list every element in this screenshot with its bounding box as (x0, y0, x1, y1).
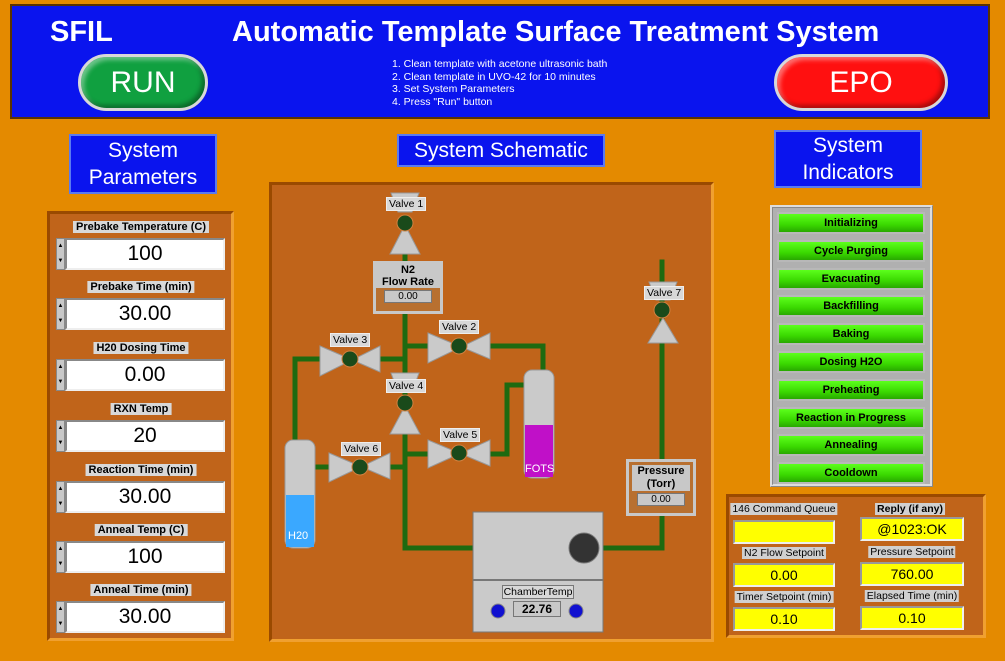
valve-4-label[interactable]: Valve 4 (386, 379, 427, 393)
valve-1-body (389, 223, 421, 255)
parameter-spinner[interactable]: ▲▼ (56, 541, 65, 573)
parameter-input[interactable]: 20 (65, 420, 225, 452)
app-title: Automatic Template Surface Treatment Sys… (232, 16, 880, 48)
parameter-spinner[interactable]: ▲▼ (56, 420, 65, 452)
valve-6-knob (351, 458, 369, 476)
indicator-light: Annealing (777, 434, 925, 457)
chamber-temp-label: ChamberTemp (502, 585, 574, 599)
timer-setpoint-label: Timer Setpoint (min) (734, 591, 834, 603)
elapsed-time-field: 0.10 (860, 606, 964, 630)
indicator-light: Initializing (777, 212, 925, 234)
label-line: Flow Rate (382, 276, 434, 288)
parameter-spinner[interactable]: ▲▼ (56, 481, 65, 513)
parameter-label: Anneal Time (min) (90, 584, 192, 596)
n2-flow-value: 0.00 (384, 290, 432, 303)
valve-7-knob (653, 301, 671, 319)
reply-field: @1023:OK (860, 517, 964, 541)
chamber-indicator-light (568, 532, 600, 564)
parameter-input[interactable]: 100 (65, 541, 225, 573)
parameter-label: H20 Dosing Time (93, 342, 189, 354)
indicator-light: Dosing H2O (777, 351, 925, 373)
valve-5-knob (450, 444, 468, 462)
instructions: 1. Clean template with acetone ultrasoni… (392, 58, 607, 108)
label-line: N2 (400, 264, 416, 276)
valve-6-label[interactable]: Valve 6 (341, 442, 382, 456)
heading-line: System (812, 134, 883, 157)
label-line: (Torr) (646, 478, 676, 490)
instruction-step: 4. Press "Run" button (392, 95, 493, 108)
pressure-setpoint-field: 760.00 (860, 562, 964, 586)
parameter-spinner[interactable]: ▲▼ (56, 601, 65, 633)
valve-2-knob (450, 337, 468, 355)
instruction-step: 2. Clean template in UVO-42 for 10 minut… (392, 70, 596, 83)
parameter-label: Prebake Time (min) (87, 281, 195, 293)
valve-2-label[interactable]: Valve 2 (439, 320, 480, 334)
instruction-step: 3. Set System Parameters (392, 83, 515, 95)
timer-setpoint-field: 0.10 (733, 607, 835, 631)
heading-line: System (107, 139, 178, 162)
heading-line: Indicators (802, 161, 894, 184)
valve-3-knob (341, 350, 359, 368)
parameter-input[interactable]: 30.00 (65, 298, 225, 330)
chamber-temp-value: 22.76 (513, 601, 561, 617)
fots-liquid (525, 425, 553, 477)
indicator-light: Preheating (777, 378, 925, 401)
parameter-spinner[interactable]: ▲▼ (56, 298, 65, 330)
n2-setpoint-label: N2 Flow Setpoint (742, 547, 826, 559)
indicator-light: Baking (777, 323, 925, 346)
pipe (600, 259, 665, 551)
fots-label: FOTS (525, 463, 555, 475)
h2o-liquid (286, 495, 314, 547)
brand-label: SFIL (50, 16, 113, 48)
h2o-label: H20 (288, 530, 309, 542)
label-line: Pressure (637, 465, 685, 477)
indicator-light: Backfilling (777, 295, 925, 318)
command-queue-field[interactable] (733, 520, 835, 544)
run-button[interactable]: RUN (78, 54, 208, 111)
parameter-label: Reaction Time (min) (85, 464, 197, 476)
pipe (402, 382, 534, 457)
parameter-input[interactable]: 0.00 (65, 359, 225, 391)
valve-7-body (647, 317, 679, 344)
valve-7-label[interactable]: Valve 7 (644, 286, 685, 300)
indicator-light: Evacuating (777, 267, 925, 290)
heading-line: Parameters (88, 166, 198, 189)
parameter-label: Anneal Temp (C) (94, 524, 188, 536)
pressure-value: 0.00 (637, 493, 685, 506)
parameter-label: Prebake Temperature (C) (72, 221, 210, 233)
system-schematic-heading: System Schematic (397, 134, 605, 167)
parameter-spinner[interactable]: ▲▼ (56, 359, 65, 391)
valve-3-label[interactable]: Valve 3 (330, 333, 371, 347)
valve-5-label[interactable]: Valve 5 (440, 428, 481, 442)
pressure-label: Pressure(Torr) (632, 465, 690, 491)
elapsed-time-label: Elapsed Time (min) (864, 590, 960, 602)
valve-4-body (389, 404, 421, 435)
indicator-light: Cycle Purging (777, 239, 925, 262)
pressure-setpoint-label: Pressure Setpoint (868, 546, 956, 558)
command-queue-label: 146 Command Queue (730, 503, 838, 515)
indicator-light: Reaction in Progress (777, 406, 925, 429)
parameter-input[interactable]: 100 (65, 238, 225, 270)
parameter-input[interactable]: 30.00 (65, 601, 225, 633)
pressure-indicator: Pressure(Torr) 0.00 (626, 459, 696, 516)
indicator-light: Cooldown (777, 462, 925, 485)
parameter-label: RXN Temp (110, 403, 172, 415)
parameter-input[interactable]: 30.00 (65, 481, 225, 513)
parameter-spinner[interactable]: ▲▼ (56, 238, 65, 270)
reply-label: Reply (if any) (875, 503, 945, 515)
chamber-temp-increment-led (568, 603, 584, 619)
chamber-temp-decrement-led (490, 603, 506, 619)
valve-4-knob (396, 394, 414, 412)
instruction-step: 1. Clean template with acetone ultrasoni… (392, 58, 608, 70)
valve-1-knob (396, 214, 414, 232)
valve-1-label[interactable]: Valve 1 (386, 197, 427, 211)
n2-setpoint-field: 0.00 (733, 563, 835, 587)
epo-button[interactable]: EPO (774, 54, 948, 111)
